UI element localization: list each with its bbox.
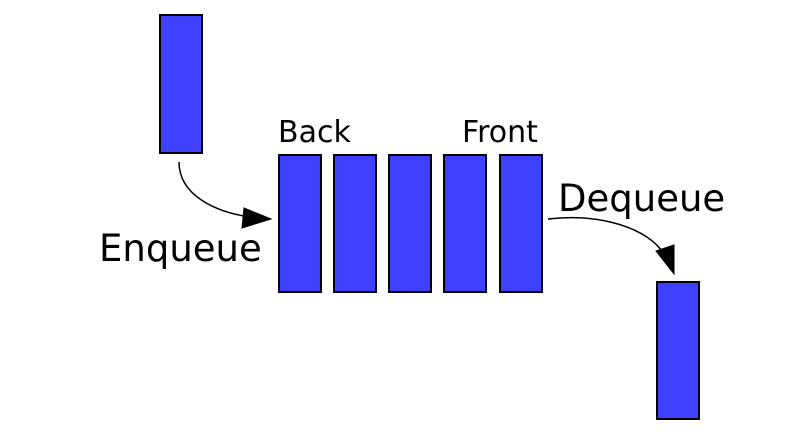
outgoing-element	[656, 281, 700, 420]
queue-elements	[278, 154, 543, 293]
queue-element	[278, 154, 322, 293]
enqueue-label: Enqueue	[99, 227, 262, 270]
queue-element	[443, 154, 487, 293]
incoming-element	[159, 14, 203, 154]
front-label: Front	[462, 115, 538, 150]
enqueue-arrowhead	[241, 207, 273, 229]
enqueue-arrow	[178, 161, 251, 218]
dequeue-label: Dequeue	[558, 177, 725, 220]
dequeue-arrowhead	[655, 244, 675, 276]
queue-element	[499, 154, 543, 293]
dequeue-arrow	[547, 216, 665, 255]
queue-element	[333, 154, 377, 293]
queue-element	[388, 154, 432, 293]
back-label: Back	[278, 115, 351, 150]
